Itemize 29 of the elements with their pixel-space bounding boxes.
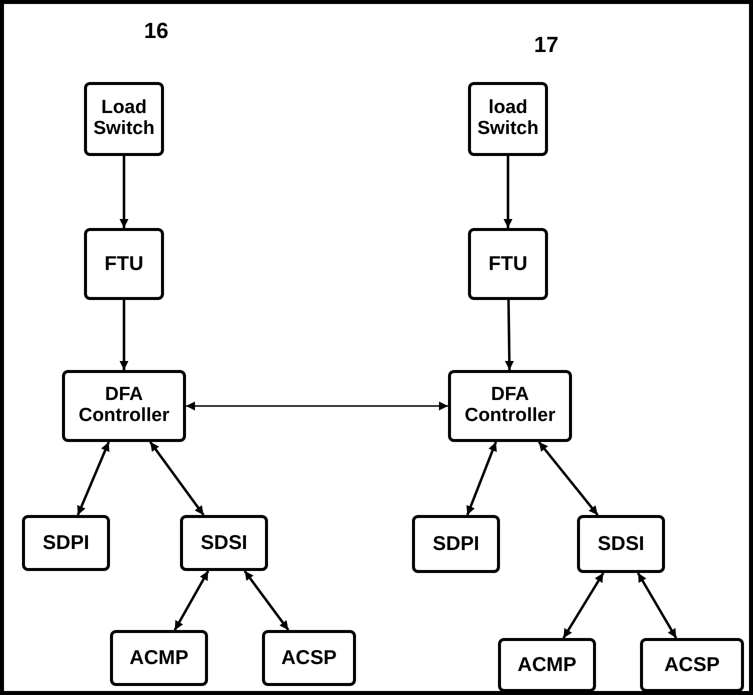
arrow (538, 441, 599, 516)
process-box: Load Switch (84, 82, 164, 156)
process-box: load Switch (468, 82, 548, 156)
arrow (466, 442, 498, 516)
arrow (174, 570, 210, 631)
arrow (244, 570, 290, 631)
arrow (76, 442, 110, 516)
process-box: FTU (468, 228, 548, 300)
process-box: DFA Controller (448, 370, 572, 442)
arrow (562, 572, 604, 639)
process-box: SDPI (22, 515, 110, 571)
arrow (504, 300, 514, 370)
process-box: ACSP (262, 630, 356, 686)
process-box: FTU (84, 228, 164, 300)
process-box: SDPI (412, 515, 500, 573)
process-box: ACSP (640, 638, 744, 691)
arrow (149, 441, 205, 516)
arrow (186, 402, 448, 410)
process-box: ACMP (498, 638, 596, 691)
arrow (504, 156, 512, 228)
group-number: 16 (144, 18, 168, 44)
process-box: SDSI (180, 515, 268, 571)
arrow (636, 572, 678, 639)
arrow (120, 156, 128, 228)
process-box: ACMP (110, 630, 208, 686)
process-box: SDSI (577, 515, 665, 573)
arrow (120, 300, 128, 370)
group-number: 17 (534, 32, 558, 58)
process-box: DFA Controller (62, 370, 186, 442)
